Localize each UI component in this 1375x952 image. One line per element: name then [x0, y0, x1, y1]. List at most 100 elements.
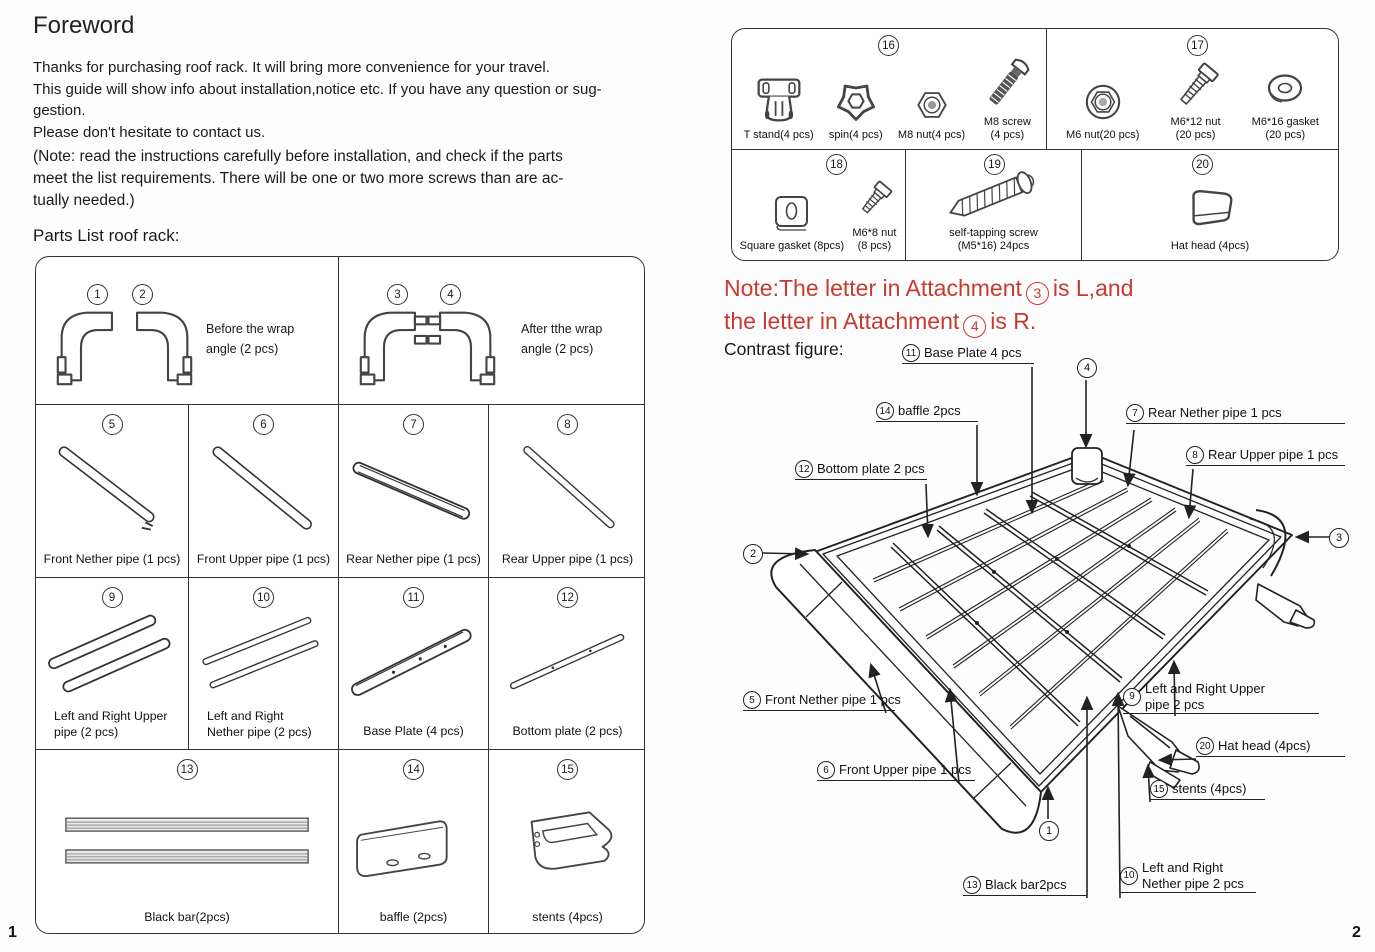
part-caption: Bottom plate (2 pcs): [512, 724, 623, 738]
hardware-item: M8 nut(4 pcs): [898, 84, 965, 142]
part-caption: Front Nether pipe (1 pcs): [43, 552, 181, 566]
part-caption: After tthe wrap angle (2 pcs): [521, 322, 603, 356]
note-paragraph: (Note: read the instructions carefully b…: [33, 146, 563, 212]
note-line: (Note: read the instructions carefully b…: [33, 148, 563, 165]
part-cell-1-2: 1 2 Before the wrap angle (2 pcs): [36, 257, 339, 405]
page-number-right: 2: [1352, 924, 1361, 941]
part-caption: Base Plate (4 pcs): [363, 724, 464, 738]
hardware-group-16: 16 T stand(4 pcs) spin(4 pcs): [732, 29, 1047, 149]
m6x8-nut-icon: [862, 180, 893, 214]
hardware-item: T stand(4 pcs): [744, 74, 814, 142]
parts-list-table: 1 2 Before the wrap angle (2 pcs) 3 4: [35, 256, 645, 934]
callout-front-nether-pipe: 5 Front Nether pipe 1 pcs: [743, 691, 901, 711]
part-caption: Front Upper pipe (1 pcs): [196, 552, 331, 566]
callout-base-plate: 11 Base Plate 4 pcs: [902, 344, 1034, 364]
page-title: Foreword: [33, 12, 135, 39]
intro-paragraph: Thanks for purchasing roof rack. It will…: [33, 57, 602, 143]
callout-black-bar: 13 Black bar2pcs: [963, 876, 1087, 896]
part-number-badge: 10: [253, 587, 274, 608]
intro-line: gestion.: [33, 102, 86, 119]
hardware-group-18: 18 Square gasket (8pcs): [732, 150, 906, 260]
m6-flange-nut-icon: [1085, 84, 1120, 120]
front-upper-pipe-icon: [211, 446, 312, 530]
hardware-item: M8 screw(4 pcs): [980, 55, 1034, 142]
part-number-badge: 6: [253, 414, 274, 435]
part-cell-14: 14 baffle (2pcs): [339, 750, 489, 933]
hardware-item: M6*12 nut(20 pcs): [1170, 61, 1222, 142]
callout-number: 12: [795, 460, 813, 478]
part-number-badge: 4: [440, 284, 461, 305]
part-caption: Rear Nether pipe (1 pcs): [346, 552, 481, 566]
part-cell-3-4: 3 4 After tthe wrap angle (2 pcs): [339, 257, 644, 405]
rear-nether-pipe-icon: [352, 461, 470, 520]
rear-upper-pipe-icon: [522, 445, 615, 529]
callout-bottom-plate: 12 Bottom plate 2 pcs: [795, 460, 927, 480]
baffle-icon: [355, 819, 448, 877]
bottom-plate-icon: [509, 633, 624, 689]
callout-number: 6: [817, 761, 835, 779]
part-number-badge: 8: [557, 414, 578, 435]
part-cell-13: 13 Black bar(2pcs): [36, 750, 339, 933]
part-cell-5: 5 Front Nether pipe (1 pcs): [36, 405, 189, 578]
group-number-badge: 17: [1186, 35, 1208, 56]
hardware-item: Hat head (4pcs): [1171, 183, 1249, 253]
intro-line: Please don't hesitate to contact us.: [33, 123, 266, 141]
intro-line: This guide will show info about installa…: [33, 80, 602, 98]
group-number-badge: 19: [984, 154, 1005, 175]
parts-list-title: Parts List roof rack:: [33, 226, 180, 245]
callout-number: 11: [902, 344, 920, 362]
callout-1: 1: [1039, 821, 1059, 841]
part-number-badge: 11: [403, 587, 424, 608]
hat-head-icon: [1192, 190, 1233, 226]
callout-number: 20: [1196, 737, 1214, 755]
left-right-nether-pipe-icon: [201, 616, 318, 689]
callout-number: 5: [743, 691, 761, 709]
front-nether-pipe-icon: [58, 446, 155, 531]
part-cell-15: 15 stents (4pcs): [489, 750, 644, 933]
part-number-badge: 9: [101, 587, 123, 608]
part-cell-7: 7 Rear Nether pipe (1 pcs): [339, 405, 489, 578]
part-number-badge: 5: [101, 414, 123, 435]
callout-number: 7: [1126, 404, 1144, 422]
part-caption: baffle (2pcs): [379, 910, 448, 924]
callout-hat-head: 20 Hat head (4pcs): [1196, 737, 1345, 757]
callout-rear-nether-pipe: 7 Rear Nether pipe 1 pcs: [1126, 404, 1345, 424]
callout-number: 13: [963, 876, 981, 894]
hardware-item: M6*8 nut(8 pcs): [851, 176, 897, 253]
m8-nut-icon: [916, 92, 947, 118]
part-caption: Rear Upper pipe (1 pcs): [501, 552, 634, 566]
part-cell-6: 6 Front Upper pipe (1 pcs): [189, 405, 339, 578]
part-caption: Left and Right Nether pipe (2 pcs): [207, 709, 312, 739]
part-number-badge: 3: [387, 284, 408, 305]
callout-number: 8: [1186, 446, 1204, 464]
m6x16-gasket-icon: [1268, 74, 1303, 103]
wrap-angle-after-icon: [359, 311, 496, 386]
callout-number: 14: [876, 402, 894, 420]
spin-knob-icon: [836, 84, 875, 121]
part-cell-11: 11 Base Plate (4 pcs): [339, 578, 489, 750]
callout-number: 15: [1150, 780, 1168, 798]
hardware-group-17: 17 M6 nut(20 pcs): [1047, 29, 1338, 149]
hardware-row-1: 16 T stand(4 pcs) spin(4 pcs): [732, 29, 1338, 150]
black-bar-icon: [65, 816, 309, 864]
contrast-figure-caption: Contrast figure:: [724, 339, 844, 359]
callout-2: 2: [743, 544, 763, 564]
part-number-badge: 1: [87, 284, 108, 305]
callout-stents: 15 stents (4pcs): [1150, 780, 1265, 800]
part-caption: stents (4pcs): [532, 910, 603, 924]
part-number-badge: 15: [557, 759, 578, 780]
intro-line: Thanks for purchasing roof rack. It will…: [33, 59, 550, 76]
page-number-left: 1: [8, 924, 17, 941]
callout-baffle: 14 baffle 2pcs: [876, 402, 978, 422]
hardware-item: spin(4 pcs): [829, 76, 883, 142]
square-gasket-icon: [774, 196, 808, 231]
callout-rear-upper-pipe: 8 Rear Upper pipe 1 pcs: [1186, 446, 1345, 466]
hardware-group-19: 19 self-tapping screw(M5*16) 24pcs: [906, 150, 1082, 260]
callout-number: 10: [1120, 866, 1138, 885]
part-number-badge: 14: [403, 759, 424, 780]
